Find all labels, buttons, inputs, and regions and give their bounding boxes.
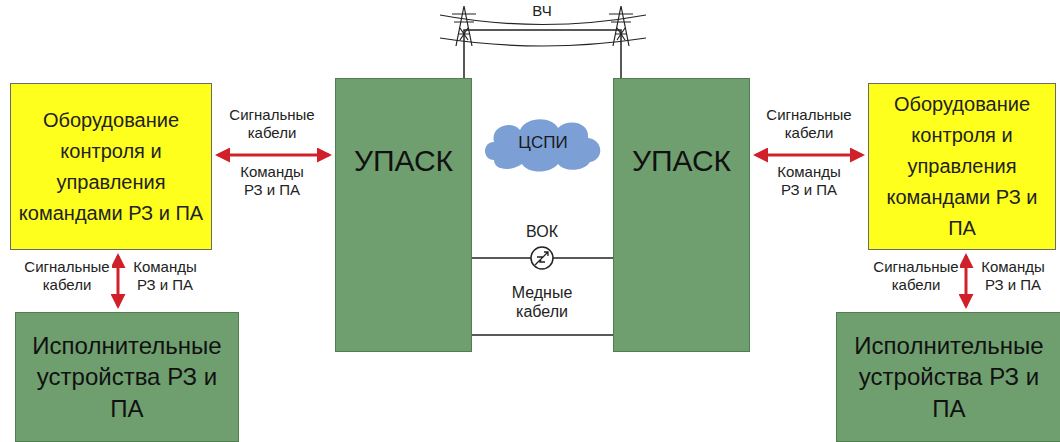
node-text: Оборудование контроля и управления коман… — [15, 105, 207, 229]
node-text: ЦСПИ — [518, 133, 567, 153]
connector-label: ВЧ — [517, 2, 567, 20]
signal-arrow — [218, 154, 329, 157]
actuator-box: Исполнительные устройства РЗ и ПА — [15, 312, 239, 442]
power-wire — [440, 38, 646, 46]
cable-line — [464, 30, 621, 78]
cable-line — [472, 334, 613, 336]
command-label: Команды РЗ и ПА — [233, 163, 311, 199]
control-box: Оборудование контроля и управления коман… — [10, 83, 212, 250]
actuator-box: Исполнительные устройства РЗ и ПА — [836, 312, 1060, 442]
node-text: УПАСК — [632, 143, 731, 179]
node-text: Оборудование контроля и управления коман… — [873, 89, 1051, 244]
optic-cable-symbol — [535, 252, 548, 265]
signal-arrow — [117, 256, 120, 306]
connector-label: Сигнальные кабели — [754, 106, 864, 142]
connector-label: ВОК — [497, 222, 587, 241]
control-box: Оборудование контроля и управления коман… — [868, 83, 1056, 250]
command-label: Команды РЗ и ПА — [770, 163, 848, 199]
node-text: УПАСК — [354, 143, 453, 179]
connector-label: Сигнальные кабели — [212, 106, 332, 142]
signal-arrow — [965, 256, 968, 306]
node-text: Исполнительные устройства РЗ и ПА — [843, 330, 1055, 424]
command-label: Команды РЗ и ПА — [974, 258, 1052, 294]
network-cloud: ЦСПИ — [480, 112, 606, 174]
connector-label: Сигнальные кабели — [872, 258, 960, 294]
upask-box: УПАСК — [613, 78, 750, 352]
command-label: Команды РЗ и ПА — [126, 258, 204, 294]
upask-box: УПАСК — [335, 78, 472, 352]
node-text: Исполнительные устройства РЗ и ПА — [22, 330, 232, 424]
connector-label: Медные кабели — [497, 283, 587, 321]
connector-label: Сигнальные кабели — [22, 258, 112, 294]
cloud-outline — [485, 119, 600, 171]
optic-cable-symbol — [531, 247, 553, 269]
signal-arrow — [756, 154, 862, 157]
